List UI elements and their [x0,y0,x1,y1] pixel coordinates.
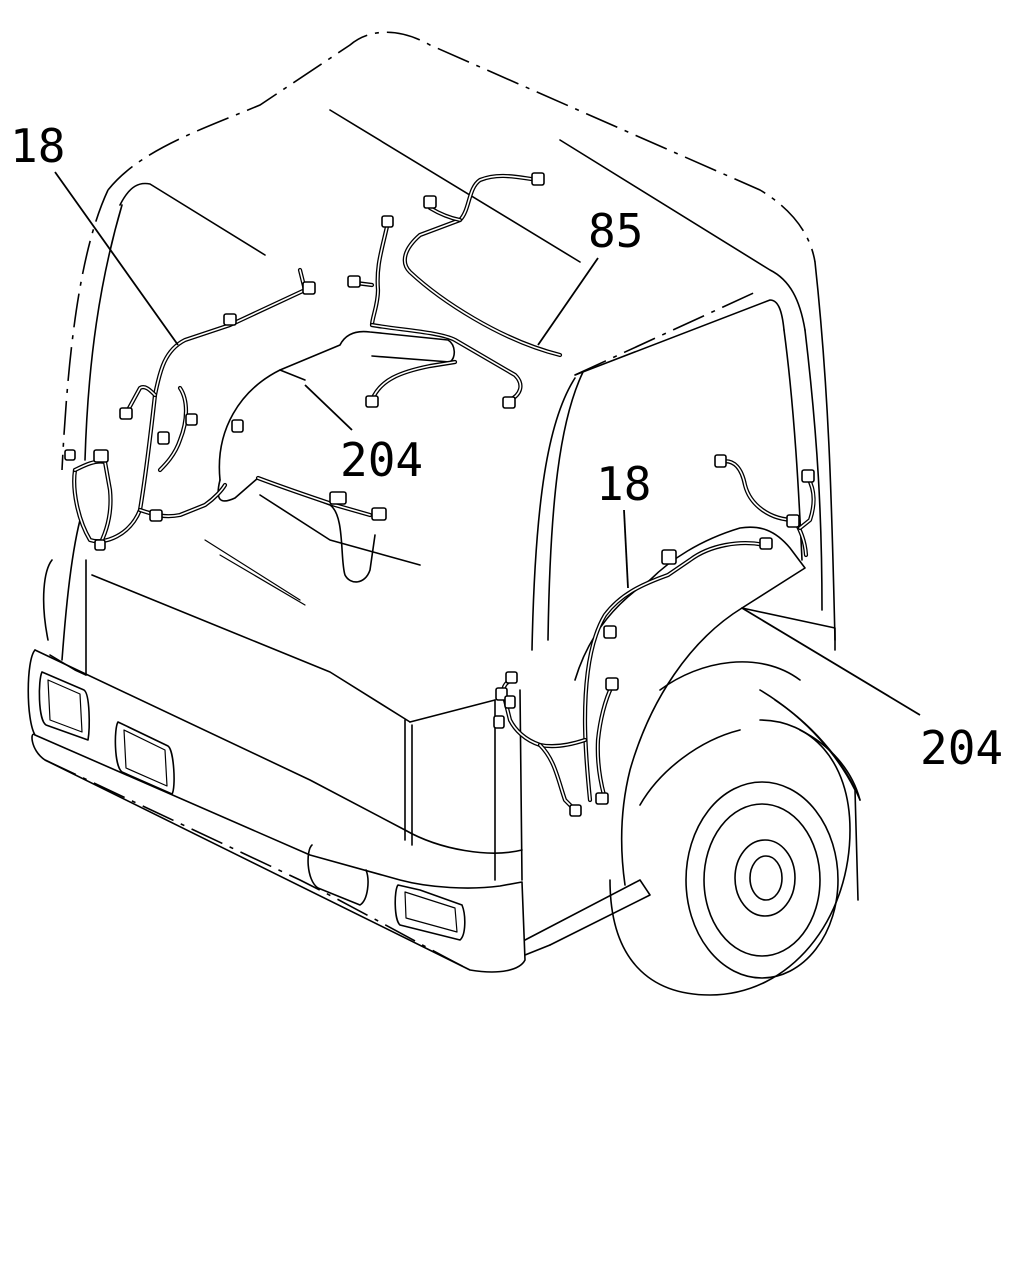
left-trim-cover [217,330,456,583]
leader-18-right [623,509,629,589]
leader-204-right [741,607,921,716]
left-harness [64,267,387,551]
callout-18-right: 18 [596,457,651,511]
callouts: 18 85 204 18 204 [10,119,1003,775]
callout-85: 85 [588,204,643,258]
right-harness [493,454,816,817]
leader-18-left [54,171,179,346]
cab-body [27,31,861,973]
leader-lines [54,171,921,716]
roof-harness [347,172,563,409]
callout-18-left: 18 [10,119,65,173]
front-right-wheel [609,719,861,996]
callout-204-left: 204 [340,433,423,487]
callout-204-right: 204 [920,721,1003,775]
right-trim-cover [574,526,806,681]
leader-85 [537,257,599,346]
leader-204-left [304,384,353,431]
